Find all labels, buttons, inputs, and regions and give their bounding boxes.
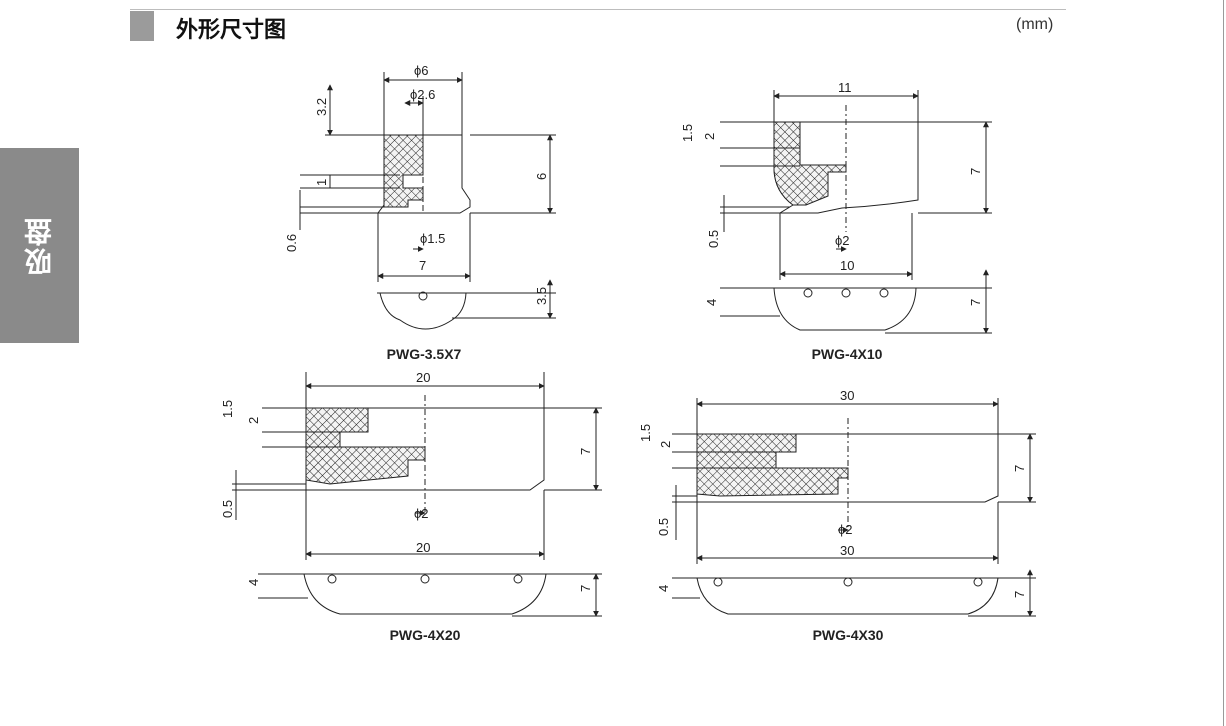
section-title: 外形尺寸图 — [176, 18, 287, 43]
dim-d1: 3.2 — [314, 98, 329, 116]
dim-d1: 1.5 — [220, 400, 235, 418]
dim-plan-left: 4 — [246, 579, 261, 586]
dim-d3: 0.6 — [284, 234, 299, 252]
model-caption-pwg-4x10: PWG-4X10 — [811, 346, 883, 362]
dim-hole-phi: ϕ2 — [414, 506, 429, 521]
header-rule — [130, 9, 1066, 10]
dim-height: 7 — [578, 448, 593, 455]
dim-height: 7 — [968, 168, 983, 175]
dim-d3: 0.5 — [220, 500, 235, 518]
dim-hole-phi: ϕ1.5 — [420, 231, 445, 246]
dim-hole-phi: ϕ2 — [838, 522, 853, 537]
dim-d1: 1.5 — [638, 424, 653, 442]
dim-width: 20 — [416, 540, 430, 555]
dim-d2: 2 — [658, 441, 673, 448]
dim-d3: 0.5 — [706, 230, 721, 248]
dim-plan-height: 3.5 — [534, 287, 549, 305]
unit-label: (mm) — [1016, 16, 1054, 33]
dim-plan-left: 4 — [656, 585, 671, 592]
dim-height: 6 — [534, 173, 549, 180]
drawing-pwg-4x20 — [232, 372, 602, 617]
model-caption-pwg-3-5x7: PWG-3.5X7 — [386, 346, 462, 362]
header-marker — [130, 11, 154, 41]
model-caption-pwg-4x20: PWG-4X20 — [389, 627, 461, 643]
dim-top-width: 11 — [838, 80, 852, 95]
dim-width: 7 — [419, 258, 426, 273]
dim-height: 7 — [1012, 465, 1027, 472]
dim-plan-height: 7 — [578, 585, 593, 592]
model-caption-pwg-4x30: PWG-4X30 — [812, 627, 884, 643]
dim-width: 10 — [840, 258, 854, 273]
dim-plan-left: 4 — [704, 299, 719, 306]
dim-hole-phi: ϕ2 — [835, 233, 850, 248]
dim-d1: 1.5 — [680, 124, 695, 142]
drawing-pwg-3-5x7 — [299, 72, 556, 330]
dim-inner-phi: ϕ2.6 — [410, 87, 435, 102]
category-side-tab[interactable]: 吸盘 — [0, 148, 79, 343]
dim-top-phi: ϕ6 — [414, 63, 429, 78]
dim-plan-height: 7 — [1012, 591, 1027, 598]
dim-top-width: 20 — [416, 370, 430, 385]
dim-top-width: 30 — [840, 388, 854, 403]
dim-plan-height: 7 — [968, 299, 983, 306]
dim-d2: 2 — [702, 133, 717, 140]
drawing-pwg-4x10 — [720, 90, 992, 334]
dim-d2: 2 — [246, 417, 261, 424]
dim-d3: 0.5 — [656, 518, 671, 536]
dim-d2: 1 — [314, 179, 329, 186]
page-edge-rule — [1223, 0, 1224, 726]
dim-width: 30 — [840, 543, 854, 558]
drawing-pwg-4x30 — [672, 398, 1036, 617]
